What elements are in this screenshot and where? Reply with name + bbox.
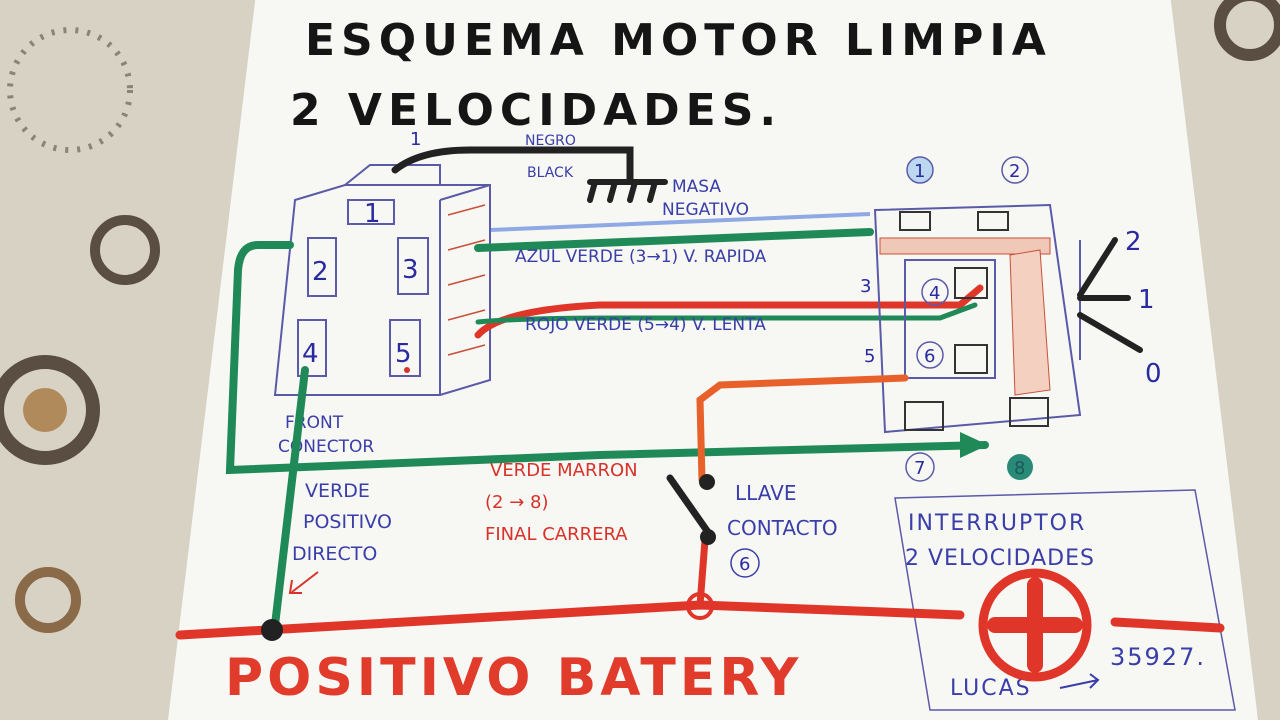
switch-terminal-8: 8 [1014, 458, 1025, 479]
arrow-icon [1059, 673, 1100, 689]
limit-label-line-2: (2 → 8) [485, 492, 548, 513]
switch-brand: LUCAS [950, 676, 1032, 701]
switch-label-line-1: INTERRUPTOR [908, 511, 1086, 536]
direct-positive-wire [271, 366, 309, 629]
ground-color-en: BLACK [527, 165, 574, 181]
switch-terminal-3: 3 [860, 276, 871, 297]
ground-label-line-2: NEGATIVO [662, 200, 749, 220]
connector-label-line-1: FRONT [285, 413, 344, 433]
switch-terminal-1: 1 [914, 161, 925, 182]
connector-pin-2: 2 [312, 257, 329, 287]
limit-switch-wire [225, 241, 989, 475]
key-feed-wire [696, 374, 909, 484]
key-number: 6 [739, 554, 750, 575]
switch-position-1: 1 [1138, 285, 1155, 315]
key-switch-blade [666, 474, 714, 539]
switch-terminal-7: 7 [914, 458, 925, 479]
switch-terminal-6: 6 [924, 346, 935, 367]
ground-wire [391, 146, 668, 203]
ground-wire-number: 1 [410, 129, 421, 150]
ground-color-es: NEGRO [525, 133, 576, 149]
switch-terminal-2: 2 [1009, 161, 1020, 182]
switch-label-box [894, 489, 1236, 711]
switch-terminal-4: 4 [929, 283, 940, 304]
battery-positive-bus [175, 600, 965, 640]
battery-label: POSITIVO BATERY [225, 648, 802, 708]
title-line-1: ESQUEMA MOTOR LIMPIA [305, 15, 1052, 66]
limit-label-line-3: FINAL CARRERA [485, 524, 628, 545]
connector-pin-1: 1 [364, 199, 381, 229]
connector-pin-4: 4 [302, 339, 319, 369]
key-label-line-2: CONTACTO [727, 516, 838, 540]
switch-part-number: 35927. [1110, 643, 1206, 671]
front-connector: 1 2 3 4 5 [273, 164, 491, 396]
direct-label-line-2: POSITIVO [303, 511, 392, 533]
switch-label-line-2: 2 VELOCIDADES [905, 546, 1095, 571]
direct-label-line-3: DIRECTO [292, 543, 377, 565]
title-line-2: 2 VELOCIDADES. [290, 85, 782, 136]
slow-speed-wire-red [474, 284, 984, 339]
switch-terminal-5: 5 [864, 346, 875, 367]
connector-pin-3: 3 [402, 255, 419, 285]
battery-positive-icon [978, 568, 1092, 682]
fast-speed-wire [474, 228, 874, 252]
connector-pin-5: 5 [395, 339, 412, 369]
slow-speed-label: ROJO VERDE (5→4) V. LENTA [525, 315, 766, 335]
key-label-line-1: LLAVE [735, 481, 796, 505]
connector-label-line-2: CONECTOR [278, 437, 374, 457]
wiper-switch [873, 203, 1143, 434]
limit-label-line-1: VERDE MARRON [490, 460, 638, 481]
direct-label-line-1: VERDE [305, 480, 370, 502]
switch-position-0: 0 [1145, 359, 1162, 389]
fast-speed-label: AZUL VERDE (3→1) V. RAPIDA [515, 247, 767, 267]
slow-speed-wire-green [475, 302, 978, 325]
ground-label-line-1: MASA [672, 177, 721, 197]
switch-position-2: 2 [1125, 227, 1142, 257]
